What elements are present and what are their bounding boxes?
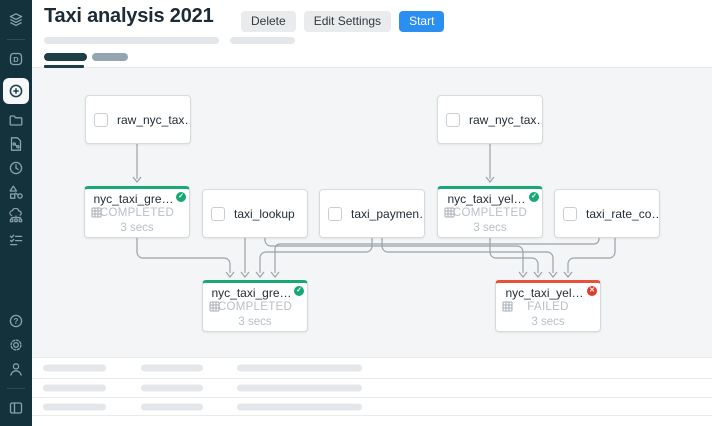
skeleton-cell (43, 384, 106, 392)
skeleton-cell (237, 403, 362, 410)
delete-button[interactable]: Delete (241, 11, 296, 32)
circle-plus-icon (9, 84, 23, 98)
tab-skeleton[interactable] (92, 53, 128, 61)
node-title: nyc_taxi_yel… ✕ (496, 286, 600, 300)
svg-text:?: ? (14, 317, 19, 326)
dag-node-nyc-taxi-yellow-bottom[interactable]: nyc_taxi_yel… ✕ FAILED 3 secs (495, 280, 601, 332)
node-title: nyc_taxi_gre… ✓ (85, 192, 189, 206)
dag-node-raw-nyc-taxi-left[interactable]: raw_nyc_tax… (85, 95, 191, 144)
table-grid-icon (502, 301, 513, 312)
skeleton-row (32, 415, 712, 426)
dag-node-nyc-taxi-yellow-mid[interactable]: nyc_taxi_yel… ✓ COMPLETED 3 secs (437, 186, 543, 238)
success-check-badge: ✓ (529, 192, 539, 202)
dag-node-taxi-lookup[interactable]: taxi_lookup (202, 189, 308, 238)
node-status: COMPLETED (85, 206, 189, 220)
node-checkbox[interactable] (94, 112, 108, 127)
success-check-badge: ✓ (294, 286, 304, 296)
skeleton-cell (237, 364, 362, 372)
skeleton-row (32, 357, 712, 378)
dag-node-nyc-taxi-green-mid[interactable]: nyc_taxi_gre… ✓ COMPLETED 3 secs (84, 186, 190, 238)
node-checkbox[interactable] (563, 206, 577, 221)
node-title: nyc_taxi_yel… ✓ (438, 192, 542, 206)
node-duration: 3 secs (473, 222, 507, 234)
svg-text:D: D (13, 55, 19, 64)
skeleton-row (32, 397, 712, 415)
node-status: COMPLETED (438, 206, 542, 220)
dag-canvas[interactable]: raw_nyc_tax… raw_nyc_tax… taxi_lookup ta… (32, 68, 712, 357)
dag-node-taxi-rate-code[interactable]: taxi_rate_co… (554, 189, 660, 238)
sidebar-item-active[interactable] (3, 78, 29, 104)
node-duration: 3 secs (238, 316, 272, 328)
results-table-skeleton (32, 357, 712, 426)
success-check-badge: ✓ (176, 192, 186, 202)
skeleton-bar (44, 37, 219, 44)
active-tab-indicator (44, 65, 84, 68)
skeleton-cell (43, 364, 106, 372)
sidebar-divider (7, 39, 25, 40)
dag-node-taxi-payment[interactable]: taxi_paymen… (319, 189, 425, 238)
page-title: Taxi analysis 2021 (44, 5, 214, 27)
node-checkbox[interactable] (211, 206, 225, 221)
skeleton-bar (230, 37, 295, 44)
help-icon[interactable]: ? (8, 313, 24, 329)
table-grid-icon (209, 301, 220, 312)
panel-toggle-icon[interactable] (8, 400, 24, 416)
user-icon[interactable] (8, 361, 24, 377)
cloud-tree-icon[interactable] (8, 208, 24, 224)
node-checkbox[interactable] (446, 112, 460, 127)
node-status: FAILED (496, 300, 600, 314)
node-label: taxi_paymen… (351, 206, 424, 221)
skeleton-cell (141, 403, 203, 410)
main-content: Taxi analysis 2021 Delete Edit Settings … (32, 0, 712, 426)
folder-icon[interactable] (8, 112, 24, 128)
clock-icon[interactable] (8, 160, 24, 176)
header: Taxi analysis 2021 Delete Edit Settings … (32, 0, 712, 68)
node-duration: 3 secs (531, 316, 565, 328)
file-dag-icon[interactable] (8, 136, 24, 152)
table-grid-icon (444, 207, 455, 218)
checklist-icon[interactable] (8, 232, 24, 248)
node-checkbox[interactable] (328, 206, 342, 221)
node-label: taxi_rate_co… (586, 206, 659, 221)
app-d-icon[interactable]: D (8, 51, 24, 67)
edit-settings-button[interactable]: Edit Settings (303, 11, 392, 32)
dag-node-raw-nyc-taxi-right[interactable]: raw_nyc_tax… (437, 95, 543, 144)
skeleton-row (32, 378, 712, 397)
skeleton-cell (43, 403, 106, 410)
sidebar-divider (7, 388, 25, 389)
node-label: taxi_lookup (234, 206, 295, 221)
failure-cross-badge: ✕ (587, 286, 597, 296)
node-duration: 3 secs (120, 222, 154, 234)
header-buttons: Delete Edit Settings Start (241, 11, 445, 32)
skeleton-cell (141, 364, 203, 372)
sidebar: D (0, 0, 32, 426)
skeleton-cell (141, 384, 203, 392)
layers-logo-icon[interactable] (8, 12, 24, 28)
node-label: raw_nyc_tax… (469, 112, 542, 127)
node-title: nyc_taxi_gre… ✓ (203, 286, 307, 300)
node-label: raw_nyc_tax… (117, 112, 190, 127)
dag-node-nyc-taxi-green-bottom[interactable]: nyc_taxi_gre… ✓ COMPLETED 3 secs (202, 280, 308, 332)
tab-skeleton-active[interactable] (44, 53, 87, 61)
skeleton-cell (237, 384, 362, 392)
table-grid-icon (91, 207, 102, 218)
shapes-icon[interactable] (8, 184, 24, 200)
start-button[interactable]: Start (399, 11, 445, 32)
dag-edges (132, 144, 616, 278)
settings-gear-icon[interactable] (8, 337, 24, 353)
node-status: COMPLETED (203, 300, 307, 314)
